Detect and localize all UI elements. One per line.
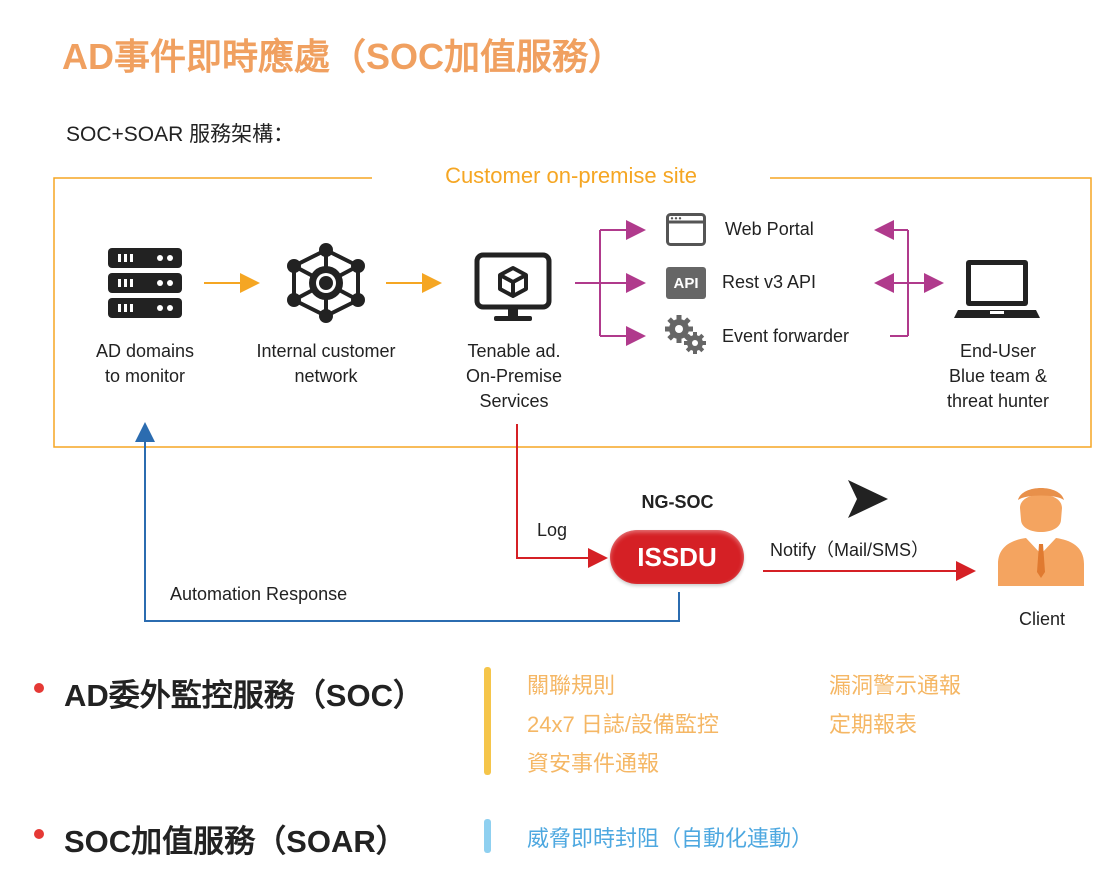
network-hub-icon (287, 243, 365, 323)
issdu-badge: ISSDU (610, 530, 744, 584)
log-connector (516, 424, 608, 568)
server-rack-icon (108, 248, 182, 318)
send-arrow-icon (848, 480, 888, 518)
soc-service-title: AD委外監控服務（SOC） (64, 678, 424, 713)
laptop-icon (954, 260, 1040, 318)
notify-label: Notify（Mail/SMS） (770, 540, 930, 560)
soc-feature: 資安事件通報 (527, 751, 660, 776)
soar-feature: 威脅即時封阻（自動化連動） (527, 826, 814, 851)
soc-feature-bar (484, 667, 491, 775)
log-label: Log (537, 520, 568, 540)
page-title: AD事件即時應處（SOC加值服務） (62, 36, 625, 77)
ngsoc-label: NG-SOC (641, 492, 714, 512)
soar-service-title: SOC加值服務（SOAR） (64, 824, 407, 859)
api-badge-icon: API (666, 267, 706, 299)
soc-feature: 24x7 日誌/設備監控 (527, 712, 719, 737)
soar-feature-bar (484, 819, 491, 853)
monitor-cube-icon (474, 252, 552, 321)
architecture-subtitle: SOC+SOAR 服務架構： (66, 123, 295, 146)
soc-bullet-dot (34, 683, 44, 693)
soc-feature: 關聯規則 (527, 673, 616, 698)
tenable-to-services (575, 220, 646, 346)
services-to-enduser (874, 220, 944, 337)
soc-feature: 定期報表 (829, 712, 918, 737)
browser-window-icon (666, 213, 706, 246)
event-forwarder-label: Event forwarder (722, 326, 850, 346)
soc-feature: 漏洞警示通報 (829, 673, 962, 698)
automation-connector (135, 422, 680, 622)
client-label: Client (1018, 609, 1066, 629)
automation-label: Automation Response (170, 584, 348, 604)
user-icon (998, 488, 1084, 586)
rest-api-label: Rest v3 API (722, 272, 817, 292)
web-portal-label: Web Portal (725, 219, 814, 239)
soar-bullet-dot (34, 829, 44, 839)
gears-icon (665, 315, 706, 354)
site-label: Customer on-premise site (372, 163, 770, 189)
